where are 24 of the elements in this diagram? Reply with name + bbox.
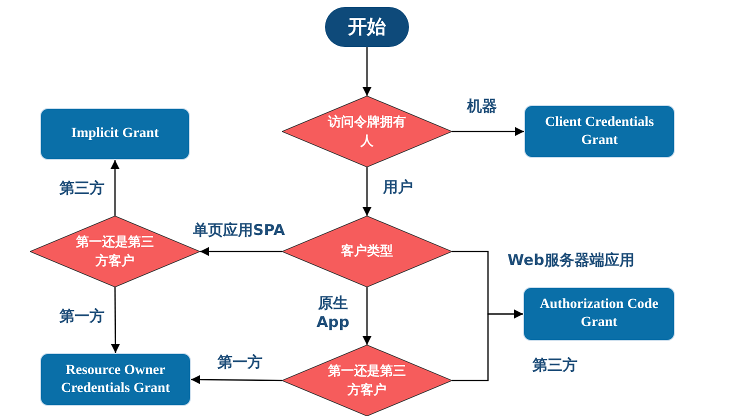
decision-diamond: 第一还是第三方客户 <box>282 345 452 416</box>
start-terminal: 开始 <box>325 7 409 47</box>
edge-label: 第三方 <box>58 178 106 198</box>
arrow <box>200 247 282 256</box>
edge-label: 机器 <box>465 96 499 116</box>
edge-label: 第一方 <box>58 306 106 326</box>
arrow <box>191 375 282 384</box>
grant-box: Authorization Code Grant <box>523 287 675 341</box>
arrow <box>452 127 524 136</box>
edge-label: 第一方 <box>216 352 264 372</box>
grant-box: Resource Owner Credentials Grant <box>40 353 191 406</box>
grant-box: Client Credentials Grant <box>524 105 675 158</box>
arrow <box>452 310 523 382</box>
edge-label: Web服务器端应用 <box>506 250 636 270</box>
decision-diamond: 访问令牌拥有人 <box>282 96 452 167</box>
arrow <box>362 287 372 345</box>
arrow <box>362 47 372 96</box>
edge-label: 第三方 <box>530 356 580 374</box>
edge-label: 用户 <box>381 178 415 196</box>
arrow <box>110 160 120 216</box>
arrow <box>110 287 120 353</box>
grant-box: Implicit Grant <box>40 108 190 160</box>
arrow <box>362 167 372 216</box>
edge-label: 单页应用SPA <box>191 220 288 240</box>
